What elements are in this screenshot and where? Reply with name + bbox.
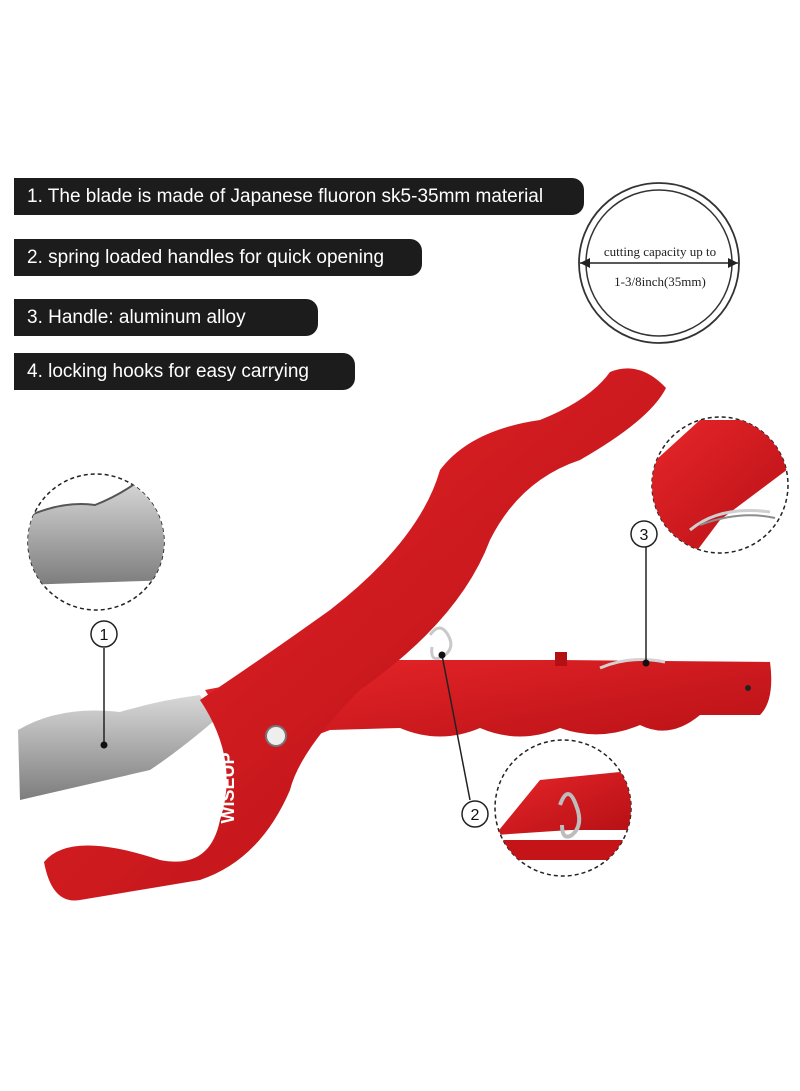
callout-2: 2: [461, 800, 489, 828]
brand-logo: WISEUP: [218, 752, 238, 823]
blade-detail-bubble: [27, 473, 165, 611]
pivot-screw: [265, 725, 287, 747]
capacity-label: cutting capacity up to: [603, 244, 717, 259]
capacity-value: 1-3/8inch(35mm): [614, 274, 706, 289]
feature-label-spring: 2. spring loaded handles for quick openi…: [14, 239, 422, 276]
spring-detail-bubble: [494, 739, 632, 877]
hook-detail-bubble: [651, 416, 789, 554]
callout-3: 3: [630, 520, 658, 548]
upper-handle: [44, 368, 666, 901]
svg-text:2: 2: [471, 807, 480, 824]
svg-text:3: 3: [640, 527, 649, 544]
feature-label-hooks: 4. locking hooks for easy carrying: [14, 353, 355, 390]
blade: [18, 695, 215, 800]
callout-1: 1: [90, 620, 118, 648]
svg-text:1: 1: [100, 627, 109, 644]
spring: [428, 626, 453, 661]
locking-hook: [599, 658, 666, 670]
capacity-diagram: [578, 182, 740, 344]
feature-label-handle: 3. Handle: aluminum alloy: [14, 299, 318, 336]
feature-label-blade: 1. The blade is made of Japanese fluoron…: [14, 178, 584, 215]
